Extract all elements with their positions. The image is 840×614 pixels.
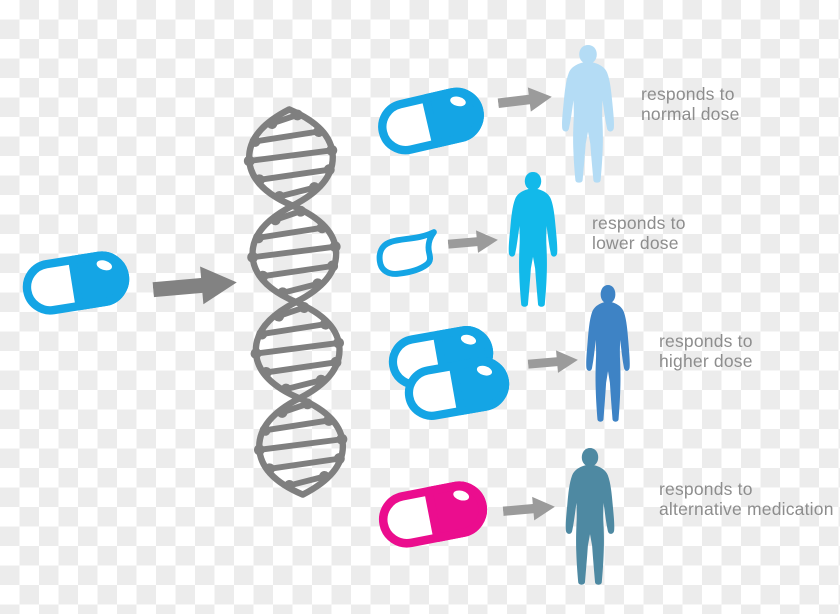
person-icon-lower-dose <box>508 171 558 307</box>
label-lower-dose: responds to lower dose <box>592 213 686 253</box>
arrow-icon-lower-dose <box>447 230 498 253</box>
label-line: responds to <box>659 479 753 499</box>
label-line: responds to <box>592 213 686 233</box>
arrow-icon-alternative-medication <box>502 496 555 521</box>
label-line: responds to <box>659 331 753 351</box>
person-icon-alternative-medication <box>565 447 615 585</box>
arrow-icon-main <box>152 266 237 305</box>
pill-icon-higher-dose-front <box>404 357 510 420</box>
label-alternative-medication: responds to alternative medication <box>659 479 834 519</box>
label-line: normal dose <box>641 104 740 124</box>
person-icon-normal-dose <box>562 44 614 183</box>
arrow-icon-higher-dose <box>527 350 578 373</box>
label-normal-dose: responds to normal dose <box>641 84 740 124</box>
pill-icon-alternative-medication <box>379 481 487 548</box>
dna-helix-icon <box>243 106 348 498</box>
label-higher-dose: responds to higher dose <box>659 331 753 371</box>
arrow-icon-normal-dose <box>497 87 552 112</box>
label-line: alternative medication <box>659 499 834 519</box>
label-line: higher dose <box>659 351 753 371</box>
pill-icon-normal-dose <box>378 87 484 155</box>
pill-icon-source <box>22 251 130 315</box>
label-line: lower dose <box>592 233 679 253</box>
label-line: responds to <box>641 84 735 104</box>
half-capsule-icon-lower-dose <box>376 229 437 277</box>
person-icon-higher-dose <box>586 284 630 422</box>
